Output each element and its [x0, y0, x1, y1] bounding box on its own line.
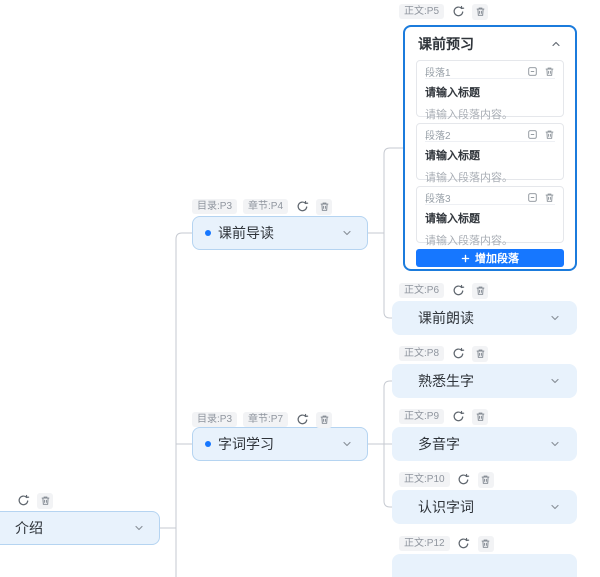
chevron-down-icon[interactable]: [549, 501, 561, 513]
chevron-down-icon[interactable]: [341, 227, 353, 239]
chapter-tag: 章节:P4: [243, 199, 289, 214]
node-label: 字词学习: [218, 436, 274, 452]
paragraph-label: 段落1: [425, 67, 451, 79]
trash-icon[interactable]: [544, 66, 555, 77]
refresh-icon[interactable]: [450, 409, 466, 425]
page-tag: 正文:P5: [399, 4, 445, 19]
trash-icon[interactable]: [472, 282, 489, 299]
trash-icon[interactable]: [477, 471, 494, 488]
collapse-minus-icon[interactable]: [527, 66, 538, 77]
node-toolbar-intro: [15, 492, 53, 509]
page-tag: 正文:P12: [399, 536, 450, 551]
node-intro[interactable]: 介绍: [0, 511, 160, 545]
paragraph-card-header: 段落2: [425, 127, 555, 142]
preview-card-header[interactable]: 课前预习: [405, 27, 575, 60]
refresh-icon[interactable]: [450, 346, 466, 362]
trash-icon[interactable]: [37, 492, 53, 509]
card-title: 课前预习: [418, 35, 474, 52]
collapse-minus-icon[interactable]: [527, 192, 538, 203]
trash-icon[interactable]: [544, 129, 555, 140]
paragraph-content-input[interactable]: 请输入段落内容。: [425, 172, 513, 184]
paragraph-label: 段落2: [425, 130, 451, 142]
trash-icon[interactable]: [316, 198, 333, 215]
node-toolbar-p12: 正文:P12: [399, 535, 494, 552]
trash-icon[interactable]: [472, 408, 489, 425]
page-tag: 正文:P9: [399, 409, 445, 424]
page-tag: 正文:P6: [399, 283, 445, 298]
paragraph-label: 段落3: [425, 193, 451, 205]
node-label: 多音字: [418, 436, 460, 452]
refresh-icon[interactable]: [450, 4, 466, 20]
chevron-down-icon[interactable]: [549, 375, 561, 387]
paragraph-card-header: 段落3: [425, 190, 555, 205]
chevron-down-icon[interactable]: [133, 522, 145, 534]
chevron-down-icon[interactable]: [341, 438, 353, 450]
page-tag: 正文:P8: [399, 346, 445, 361]
node-toolbar-word-study: 目录:P3 章节:P7: [192, 411, 333, 428]
paragraph-title-input[interactable]: 请输入标题: [425, 87, 480, 99]
page-tag: 正文:P10: [399, 472, 450, 487]
node-toolbar-pre-reading: 目录:P3 章节:P4: [192, 198, 333, 215]
bullet-dot-icon: [205, 441, 211, 447]
paragraph-card: 段落1 请输入标题 请输入段落内容。: [416, 60, 564, 121]
node-toolbar-p8: 正文:P8: [399, 345, 489, 362]
node-toolbar-p10: 正文:P10: [399, 471, 494, 488]
node-toolbar-p6: 正文:P6: [399, 282, 489, 299]
refresh-icon[interactable]: [450, 283, 466, 299]
node-label: 认识字词: [418, 499, 474, 515]
paragraph-card: 段落2 请输入标题 请输入段落内容。: [416, 123, 564, 184]
add-paragraph-label: 增加段落: [475, 253, 519, 265]
chapter-tag: 章节:P7: [243, 412, 289, 427]
node-label: 介绍: [15, 520, 43, 536]
plus-icon: [461, 254, 470, 263]
refresh-icon[interactable]: [294, 199, 310, 215]
collapse-minus-icon[interactable]: [527, 129, 538, 140]
toc-tag: 目录:P3: [192, 199, 238, 214]
paragraph-card: 段落3 请输入标题 请输入段落内容。: [416, 186, 564, 247]
node-label: 熟悉生字: [418, 373, 474, 389]
refresh-icon[interactable]: [294, 412, 310, 428]
node-toolbar-p5: 正文:P5: [399, 3, 489, 20]
chevron-up-icon[interactable]: [550, 38, 562, 50]
trash-icon[interactable]: [472, 3, 489, 20]
trash-icon[interactable]: [477, 535, 494, 552]
node-word-study[interactable]: 字词学习: [192, 427, 368, 461]
chevron-down-icon[interactable]: [549, 312, 561, 324]
paragraph-card-header: 段落1: [425, 64, 555, 79]
node-toolbar-p9: 正文:P9: [399, 408, 489, 425]
paragraph-content-input[interactable]: 请输入段落内容。: [425, 109, 513, 121]
toc-tag: 目录:P3: [192, 412, 238, 427]
node-recognize-words[interactable]: 认识字词: [392, 490, 577, 524]
node-pre-reading[interactable]: 课前导读: [192, 216, 368, 250]
add-paragraph-button[interactable]: 增加段落: [416, 249, 564, 267]
trash-icon[interactable]: [472, 345, 489, 362]
node-partial-bottom[interactable]: [392, 554, 577, 577]
refresh-icon[interactable]: [15, 493, 31, 509]
preview-card: 课前预习 段落1 请输入标题 请输入段落内容。: [403, 25, 577, 271]
node-familiar-chars[interactable]: 熟悉生字: [392, 364, 577, 398]
trash-icon[interactable]: [544, 192, 555, 203]
node-label: 课前朗读: [418, 310, 474, 326]
refresh-icon[interactable]: [456, 472, 472, 488]
node-polyphonic[interactable]: 多音字: [392, 427, 577, 461]
paragraph-title-input[interactable]: 请输入标题: [425, 150, 480, 162]
bullet-dot-icon: [205, 230, 211, 236]
node-read-aloud[interactable]: 课前朗读: [392, 301, 577, 335]
trash-icon[interactable]: [316, 411, 333, 428]
refresh-icon[interactable]: [456, 536, 472, 552]
node-label: 课前导读: [218, 225, 274, 241]
paragraph-title-input[interactable]: 请输入标题: [425, 213, 480, 225]
paragraph-content-input[interactable]: 请输入段落内容。: [425, 235, 513, 247]
chevron-down-icon[interactable]: [549, 438, 561, 450]
